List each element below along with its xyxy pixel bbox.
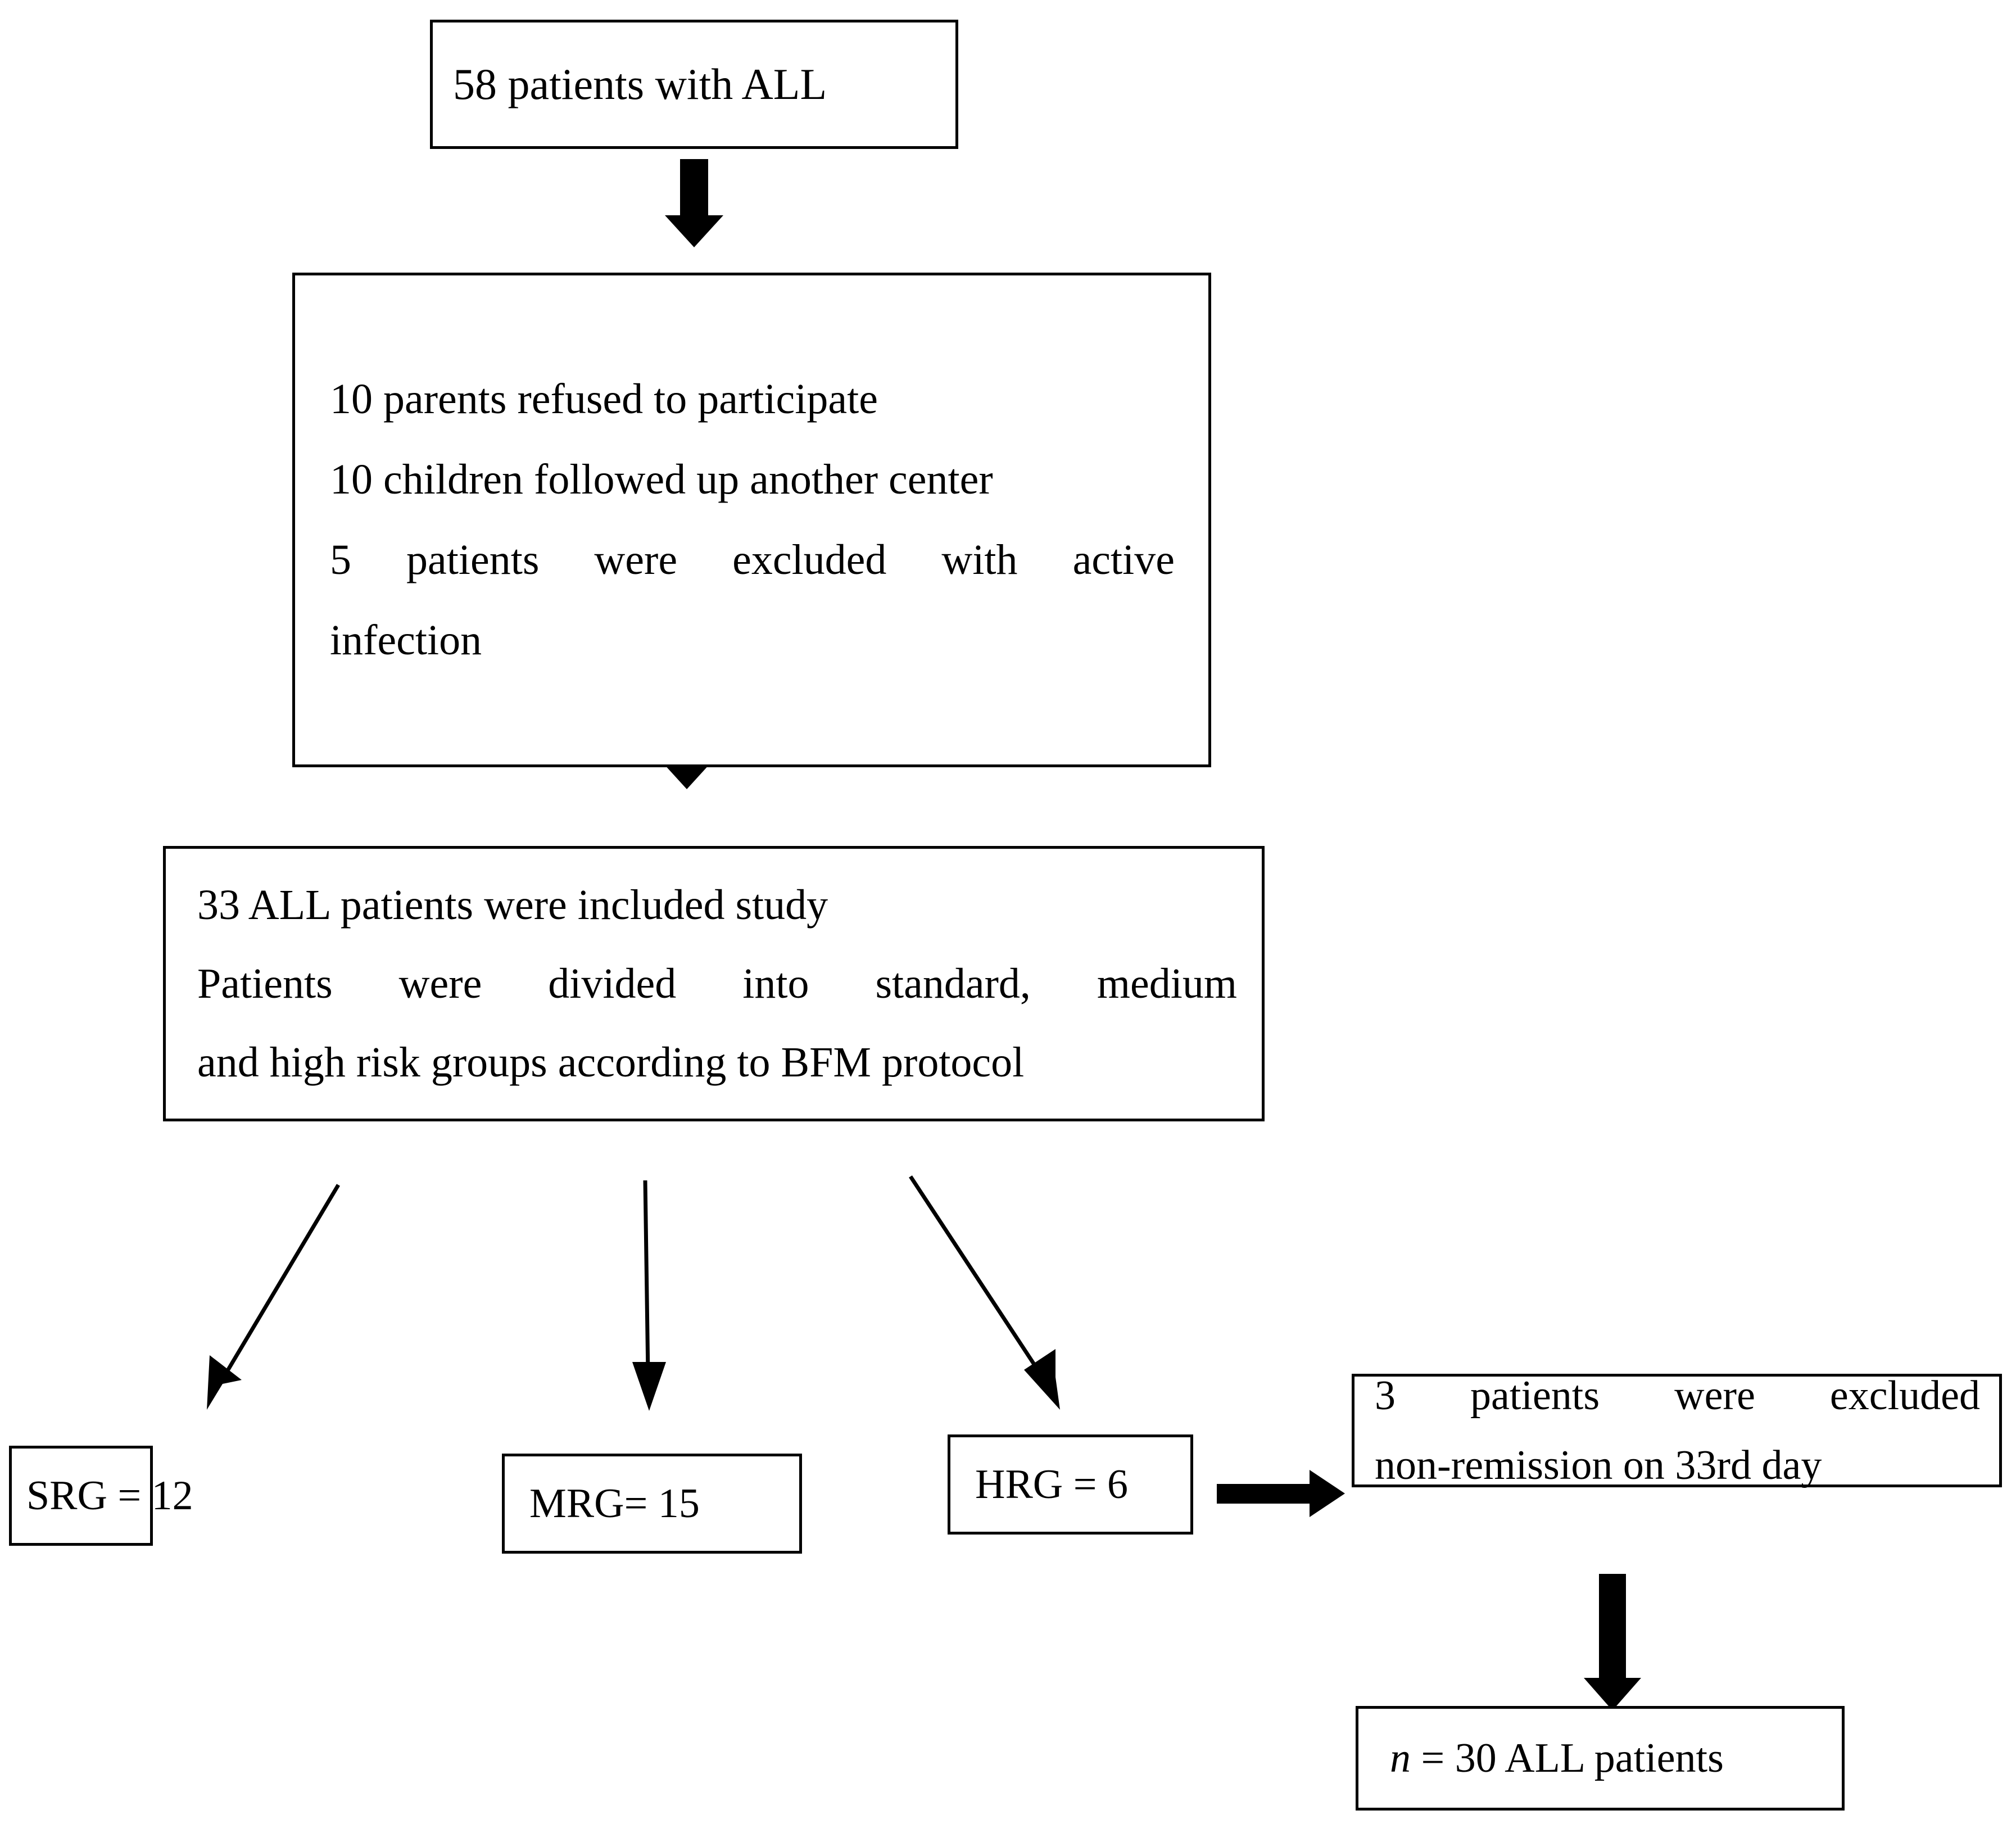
included-line-risk-groups: Patients were divided into standard, med… bbox=[197, 960, 1237, 1007]
node-included-study: 33 ALL patients were included study Pati… bbox=[163, 846, 1265, 1121]
exclusions-line-followed-elsewhere: 10 children followed up another center bbox=[330, 456, 993, 503]
node-total-label: 58 patients with ALL bbox=[453, 60, 827, 108]
arrow-included-to-mrg bbox=[632, 1180, 666, 1411]
node-high-risk-group: HRG = 6 bbox=[948, 1434, 1193, 1535]
arrow-included-to-hrg bbox=[909, 1175, 1060, 1410]
mrg-label: MRG= 15 bbox=[529, 1480, 700, 1527]
srg-label: SRG = 12 bbox=[26, 1472, 193, 1519]
node-exclusions: 10 parents refused to participate 10 chi… bbox=[292, 273, 1211, 767]
arrow-nonremission-to-final bbox=[1584, 1574, 1641, 1710]
exclusions-line-parents-refused: 10 parents refused to participate bbox=[330, 375, 878, 423]
exclusions-line-active-infection: 5 patients were excluded with active bbox=[330, 536, 1175, 583]
arrow-total-to-exclusions bbox=[665, 159, 723, 247]
node-medium-risk-group: MRG= 15 bbox=[502, 1454, 802, 1554]
nonremission-line-excluded: 3 patients were excluded bbox=[1375, 1373, 1980, 1419]
final-label-rest: = 30 ALL patients bbox=[1411, 1735, 1724, 1781]
included-line-count: 33 ALL patients were included study bbox=[197, 881, 828, 929]
node-standard-risk-group: SRG = 12 bbox=[9, 1446, 193, 1546]
final-n-symbol: n bbox=[1390, 1735, 1411, 1781]
arrow-included-to-srg bbox=[207, 1184, 341, 1410]
node-total-patients: 58 patients with ALL bbox=[430, 20, 958, 149]
node-nonremission-exclusions: 3 patients were excluded non-remission o… bbox=[1352, 1373, 2002, 1488]
included-line-risk-groups-cont: and high risk groups according to BFM pr… bbox=[197, 1039, 1025, 1086]
final-label: n = 30 ALL patients bbox=[1390, 1735, 1810, 1782]
node-final-cohort: n = 30 ALL patients bbox=[1356, 1706, 1845, 1811]
arrow-hrg-to-nonremission bbox=[1217, 1470, 1345, 1517]
nonremission-line-day: non-remission on 33rd day bbox=[1375, 1442, 1822, 1488]
hrg-label: HRG = 6 bbox=[975, 1461, 1128, 1508]
exclusions-line-active-infection-cont: infection bbox=[330, 617, 482, 664]
